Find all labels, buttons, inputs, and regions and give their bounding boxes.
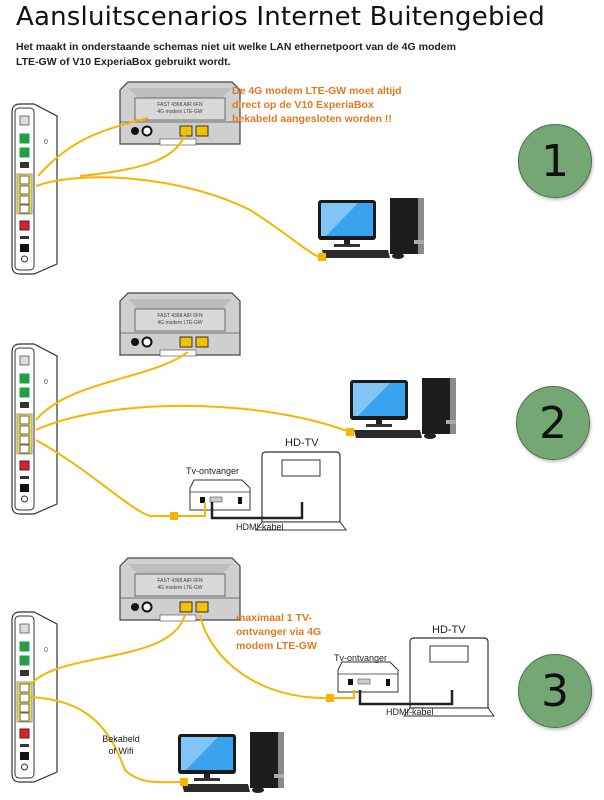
cable-router-modem xyxy=(37,117,149,177)
svg-text:4G modem LTE-GW: 4G modem LTE-GW xyxy=(157,109,202,115)
computer xyxy=(178,732,284,793)
page-subtitle: Het maakt in onderstaande schemas niet u… xyxy=(16,41,456,68)
scenario-3-hdmi-label: HDMI-kabel xyxy=(386,707,434,717)
scenario-3-note: maximaal 1 TV-ontvanger via 4G modem LTE… xyxy=(236,612,322,652)
scenario-2-tv-label: HD-TV xyxy=(285,437,319,449)
svg-text:4G modem LTE-GW: 4G modem LTE-GW xyxy=(157,585,202,591)
scenario-3: FAST 4368 AIR 6FN 4G modem LTE-GW xyxy=(11,557,495,793)
scenario-2-receiver-label: Tv-ontvanger xyxy=(186,466,240,476)
scenario-3-badge: 3 xyxy=(518,654,592,728)
scenario-2-hdmi-label: HDMI-kabel xyxy=(236,522,284,532)
svg-text:FAST 4368 AIR 6FN: FAST 4368 AIR 6FN xyxy=(157,313,203,319)
cable-router-computer xyxy=(35,176,323,259)
page-title: Aansluitscenarios Internet Buitengebied xyxy=(16,2,545,32)
v10-experiabox-router xyxy=(11,343,58,515)
modem-label-1: FAST 4368 AIR 6FN xyxy=(157,102,203,108)
tv-receiver xyxy=(189,479,251,511)
computer xyxy=(318,198,424,259)
tv-receiver xyxy=(337,661,399,693)
scenario-1: FAST 4368 AIR 6FN 4G modem LTE-GW xyxy=(11,81,424,275)
computer xyxy=(350,378,456,439)
scenario-2-badge: 2 xyxy=(516,386,590,460)
scenario-3-receiver-label: Tv-ontvanger xyxy=(334,653,388,663)
hdmi-cable xyxy=(210,502,304,520)
hdmi-cable xyxy=(358,690,454,706)
scenario-3-tv-label: HD-TV xyxy=(432,624,466,636)
svg-text:FAST 4368 AIR 6FN: FAST 4368 AIR 6FN xyxy=(157,578,203,584)
scenario-1-note: De 4G modem LTE-GW moet altijd direct op… xyxy=(232,85,402,125)
svg-text:4G modem LTE-GW: 4G modem LTE-GW xyxy=(157,320,202,326)
scenario-3-wifi-label: Bekabeld of Wifi xyxy=(102,734,140,756)
scenario-1-badge: 1 xyxy=(518,124,592,198)
v10-experiabox-router xyxy=(11,103,58,275)
scenario-2: FAST 4368 AIR 6FN 4G modem LTE-GW xyxy=(11,292,456,531)
